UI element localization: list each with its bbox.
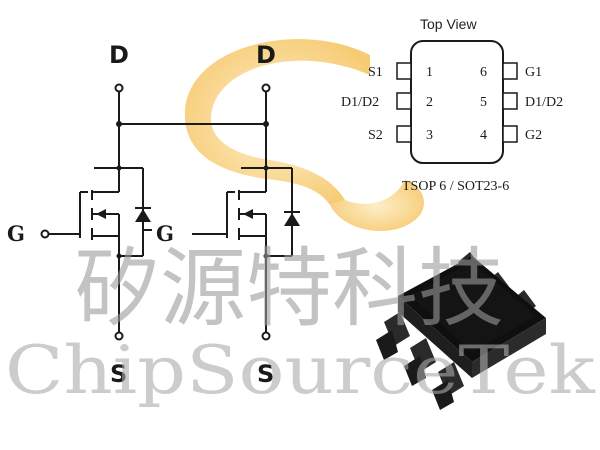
pin-5-number: 5 xyxy=(480,95,487,110)
pin-3-number: 3 xyxy=(426,128,433,143)
gate-left-label: G xyxy=(7,221,25,246)
package-pin-2 xyxy=(396,92,412,110)
package-title: Top View xyxy=(420,16,477,32)
pin-6-number: 6 xyxy=(480,65,487,80)
pin-1-number: 1 xyxy=(426,65,433,80)
package-pin-5 xyxy=(502,92,518,110)
package-outline xyxy=(396,40,518,164)
schematic-marks xyxy=(96,121,300,259)
pin-4-label: G2 xyxy=(525,128,542,143)
package-pin-3 xyxy=(396,125,412,143)
watermark-english: ChipSourceTek xyxy=(5,332,596,409)
drain-right-label: D xyxy=(256,41,276,69)
source-right-label: S xyxy=(257,360,274,388)
package-3d-illustration xyxy=(376,252,546,410)
source-left-label: S xyxy=(110,360,127,388)
schematic xyxy=(40,83,300,341)
gate-mid-label: G xyxy=(156,221,174,246)
pin-5-label: D1/D2 xyxy=(525,95,563,110)
pin-6-label: G1 xyxy=(525,65,542,80)
pin-2-number: 2 xyxy=(426,95,433,110)
pin-4-number: 4 xyxy=(480,128,487,143)
pin-2-label: D1/D2 xyxy=(341,95,379,110)
package-pin-1 xyxy=(396,62,412,80)
watermark-logo xyxy=(184,39,425,232)
drain-left-label: D xyxy=(109,41,129,69)
pin-1-label: S1 xyxy=(368,65,383,80)
pin-3-label: S2 xyxy=(368,128,383,143)
package-pin-4 xyxy=(502,125,518,143)
package-name: TSOP 6 / SOT23-6 xyxy=(402,179,509,194)
watermark-chinese: 矽源特科技 xyxy=(74,239,504,339)
package-pin-6 xyxy=(502,62,518,80)
